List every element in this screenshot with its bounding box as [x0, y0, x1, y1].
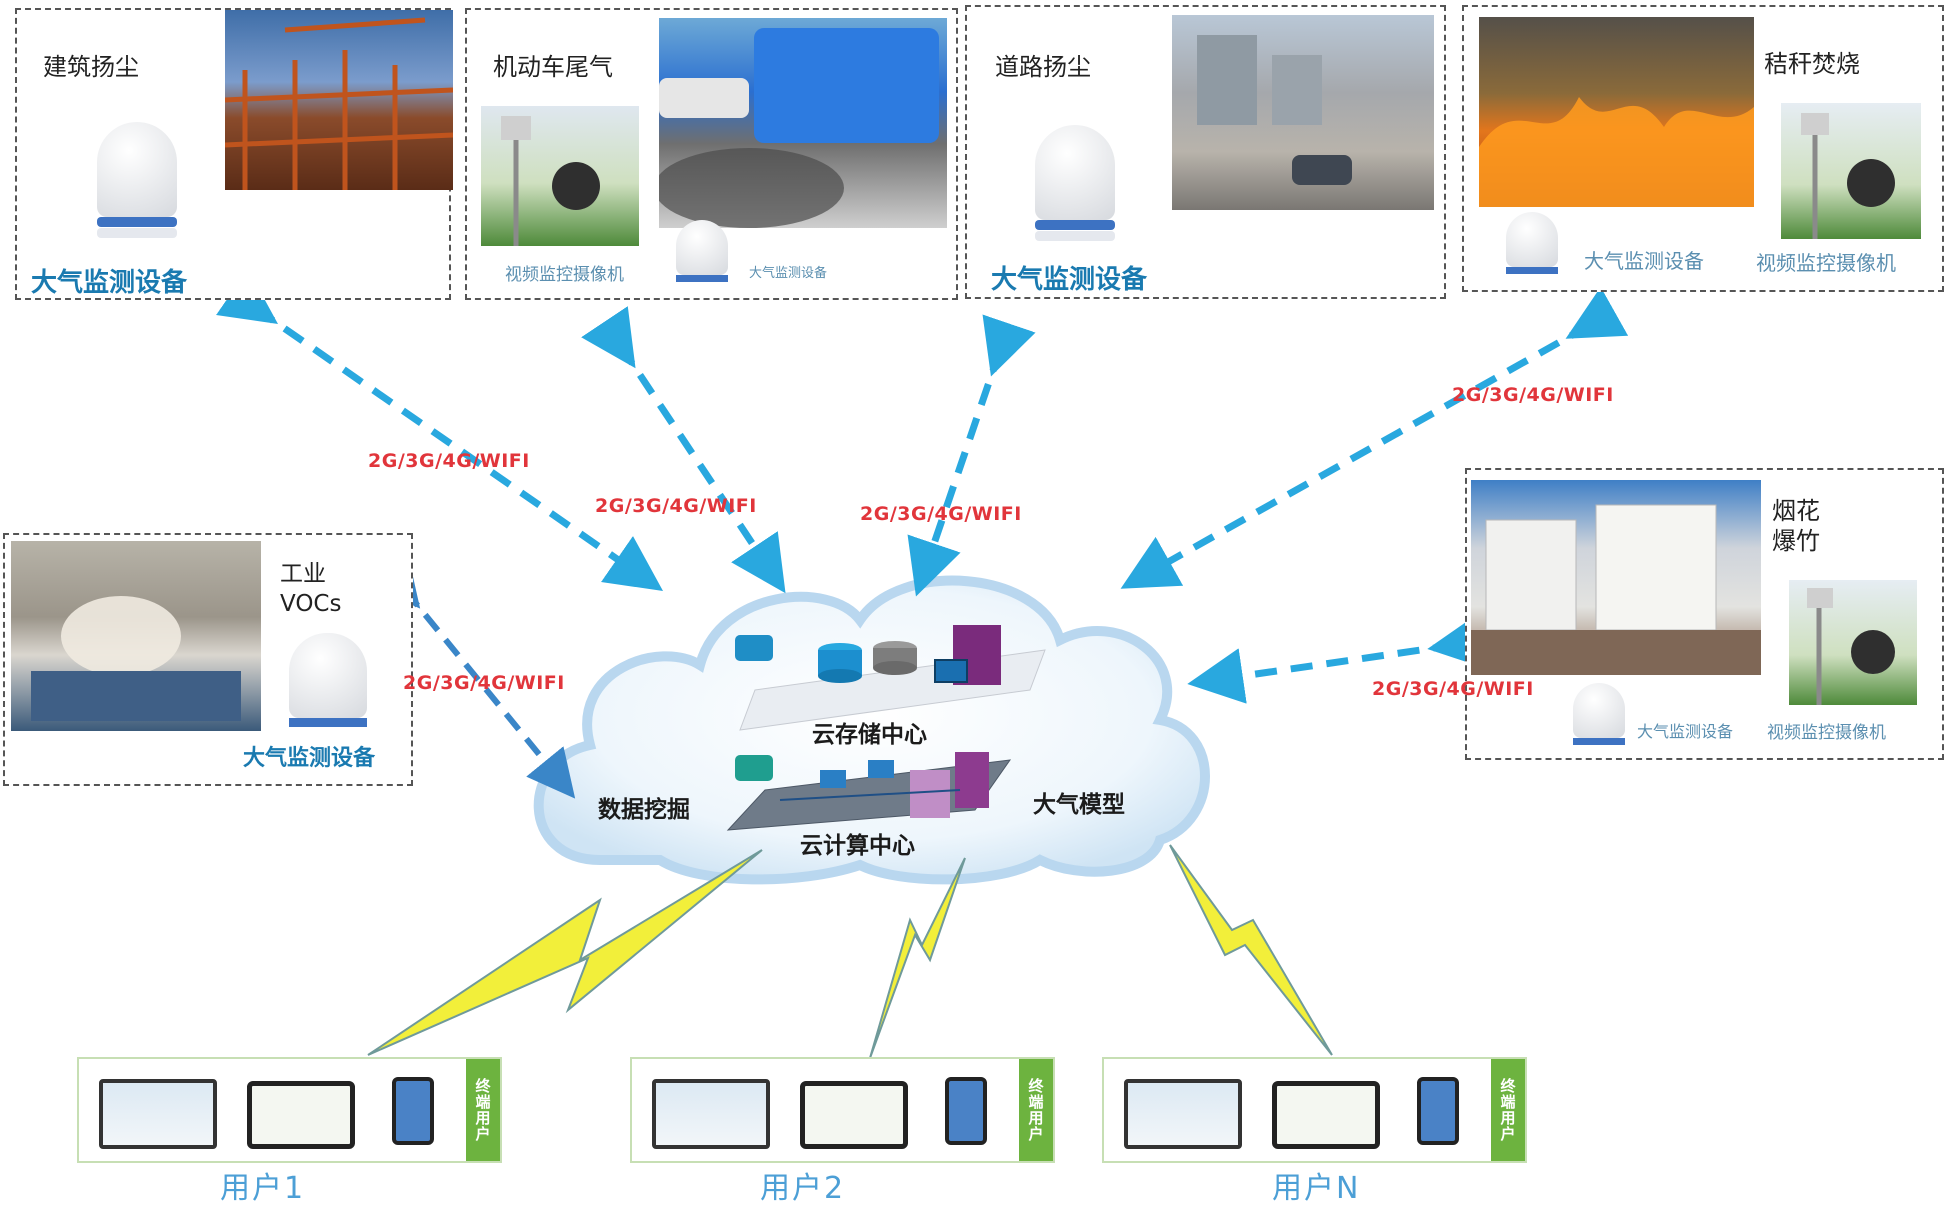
link-label-straw: 2G/3G/4G/WIFI: [1452, 384, 1614, 406]
phone-icon: [1417, 1077, 1459, 1145]
video-camera-photo: [1789, 580, 1917, 705]
video-camera-photo: [481, 106, 639, 246]
user-name: 用户1: [220, 1171, 306, 1206]
cloud-storage-label: 云存储中心: [812, 722, 927, 748]
air-monitor-device: [87, 122, 187, 252]
tablet-icon: [800, 1081, 908, 1149]
panel-title: 道路扬尘: [995, 53, 1091, 81]
desktop-monitor-icon: [99, 1079, 217, 1149]
device-label: 大气监测设备: [243, 746, 376, 771]
link-label-construction: 2G/3G/4G/WIFI: [368, 450, 530, 472]
data-mining-label: 数据挖掘: [598, 797, 690, 823]
tablet-icon: [247, 1081, 355, 1149]
panel-industry-vocs: 工业 VOCs 大气监测设备: [3, 533, 413, 786]
camera-icon: [1807, 588, 1833, 608]
camera-icon: [501, 116, 531, 140]
panel-title: 工业 VOCs: [280, 561, 342, 617]
storage-platform: [735, 625, 1046, 731]
cloud-storage-icon: [735, 635, 773, 661]
construction-site-photo: [225, 10, 453, 190]
link-label-industry: 2G/3G/4G/WIFI: [403, 672, 565, 694]
compute-platform: [726, 752, 1012, 831]
device-label: 大气监测设备: [1637, 722, 1734, 741]
panel-title: 机动车尾气: [493, 53, 613, 81]
device-label: 大气监测设备: [991, 265, 1148, 295]
device-label: 大气监测设备: [749, 266, 828, 281]
atmosphere-model-label: 大气模型: [1033, 792, 1125, 818]
link-label-fireworks: 2G/3G/4G/WIFI: [1372, 678, 1534, 700]
panel-title: 烟花 爆竹: [1772, 497, 1820, 555]
terminal-user-tag: 终端用户: [1491, 1059, 1525, 1161]
user-name: 用户2: [760, 1171, 846, 1206]
user-terminal-box: 终端用户: [77, 1057, 502, 1163]
link-arrows: [216, 269, 1629, 704]
panel-title: 建筑扬尘: [43, 53, 139, 81]
camera-label: 视频监控摄像机: [1756, 251, 1896, 275]
link-label-vehicle: 2G/3G/4G/WIFI: [595, 495, 757, 517]
user-terminal-box: 终端用户: [1102, 1057, 1527, 1163]
air-monitor-device: [1502, 212, 1562, 287]
residential-area-photo: [1471, 480, 1761, 675]
user-terminal-box: 终端用户: [630, 1057, 1055, 1163]
link-label-road: 2G/3G/4G/WIFI: [860, 503, 1022, 525]
panel-construction-dust: 建筑扬尘 大气监测设备: [15, 8, 453, 300]
device-label: 大气监测设备: [31, 268, 188, 298]
panel-title: 秸秆焚烧: [1764, 50, 1860, 78]
terminal-user-tag: 终端用户: [1019, 1059, 1053, 1161]
panel-fireworks: 烟花 爆竹 大气监测设备 视频监控摄像机: [1465, 468, 1944, 760]
user-name: 用户N: [1272, 1171, 1361, 1206]
panel-vehicle-exhaust: 机动车尾气 视频监控摄像机 大气监测设备: [465, 8, 958, 300]
phone-icon: [392, 1077, 434, 1145]
video-camera-photo: [1781, 103, 1921, 239]
cloud-compute-label: 云计算中心: [800, 833, 915, 859]
panel-straw-burning: 秸秆焚烧 大气监测设备 视频监控摄像机: [1462, 5, 1944, 292]
cloud-compute-icon: [735, 755, 773, 781]
device-label: 大气监测设备: [1584, 249, 1704, 273]
tablet-icon: [1272, 1081, 1380, 1149]
air-monitor-device: [672, 220, 732, 295]
industry-plant-photo: [11, 541, 261, 731]
desktop-monitor-icon: [1124, 1079, 1242, 1149]
air-monitor-device: [1569, 683, 1629, 758]
panel-road-dust: 道路扬尘 大气监测设备: [965, 5, 1446, 299]
air-monitor-device: [1025, 125, 1125, 255]
desktop-monitor-icon: [652, 1079, 770, 1149]
air-monitor-device: [283, 633, 373, 743]
camera-label: 视频监控摄像机: [1767, 723, 1886, 743]
camera-icon: [1801, 113, 1829, 135]
camera-label: 视频监控摄像机: [505, 265, 624, 285]
bus-exhaust-photo: [659, 18, 947, 228]
terminal-user-tag: 终端用户: [466, 1059, 500, 1161]
straw-fire-photo: [1479, 17, 1754, 207]
industry-link-arrow: [371, 556, 576, 799]
phone-icon: [945, 1077, 987, 1145]
road-dust-photo: [1172, 15, 1434, 210]
wireless-bolts: [367, 844, 1333, 1059]
